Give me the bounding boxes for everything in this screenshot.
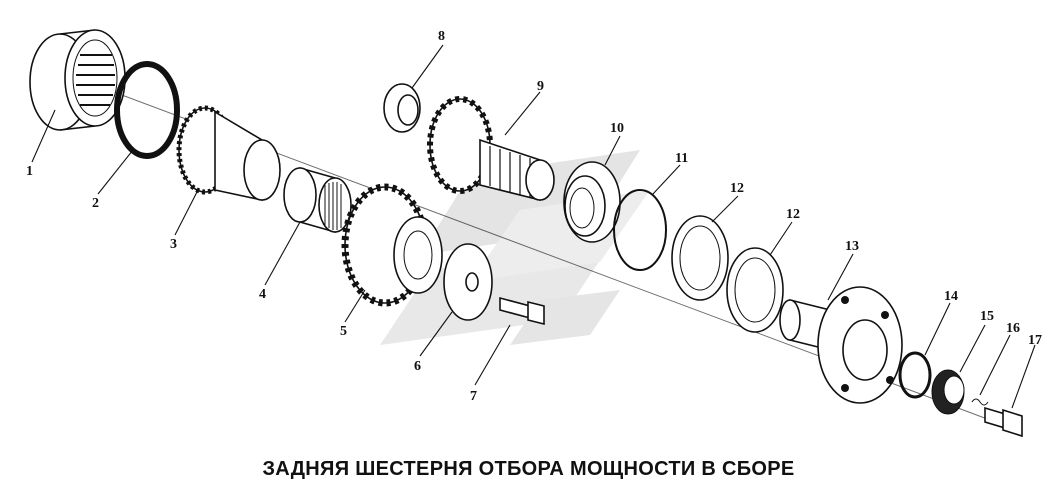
part-13-flange-housing — [779, 286, 903, 404]
callout-10: 10 — [610, 121, 624, 136]
part-11-ring — [613, 189, 667, 271]
callout-6: 6 — [414, 359, 421, 374]
callout-8: 8 — [438, 29, 445, 44]
callout-12b: 12 — [786, 207, 800, 222]
part-3-double-gear — [176, 105, 281, 201]
callout-15: 15 — [980, 309, 994, 324]
part-10-bearing — [563, 161, 621, 243]
part-5-gear — [341, 183, 443, 307]
diagram-caption: ЗАДНЯЯ ШЕСТЕРНЯ ОТБОРА МОЩНОСТИ В СБОРЕ — [262, 458, 795, 480]
callout-1: 1 — [26, 164, 33, 179]
callout-3: 3 — [170, 237, 177, 252]
part-17-bolt — [984, 406, 1023, 438]
part-16-pin — [971, 398, 989, 406]
part-2-ring — [114, 61, 180, 159]
part-9-shaft-gear — [427, 96, 555, 202]
callout-12a: 12 — [730, 181, 744, 196]
callout-4: 4 — [259, 287, 266, 302]
callout-13: 13 — [845, 239, 859, 254]
callout-labels: 1 2 3 4 5 6 7 8 9 10 11 12 12 13 14 15 1… — [26, 29, 1042, 404]
part-1-drum — [29, 29, 126, 131]
part-12-ring-b — [726, 247, 784, 333]
part-15-washer — [931, 369, 965, 415]
part-14-o-ring — [898, 351, 932, 399]
leader-lines — [31, 44, 1036, 409]
callout-17: 17 — [1028, 333, 1042, 348]
callout-11: 11 — [675, 151, 688, 166]
part-7-bolt — [499, 296, 545, 326]
callout-7: 7 — [470, 389, 477, 404]
callout-14: 14 — [944, 289, 958, 304]
callout-5: 5 — [340, 324, 347, 339]
callout-9: 9 — [537, 79, 544, 94]
part-12-ring-a — [671, 215, 729, 301]
part-6-washer — [443, 243, 493, 321]
callout-2: 2 — [92, 196, 99, 211]
callout-16: 16 — [1006, 321, 1020, 336]
part-4-needle-bearing — [283, 166, 352, 234]
part-8-seal — [383, 83, 421, 133]
